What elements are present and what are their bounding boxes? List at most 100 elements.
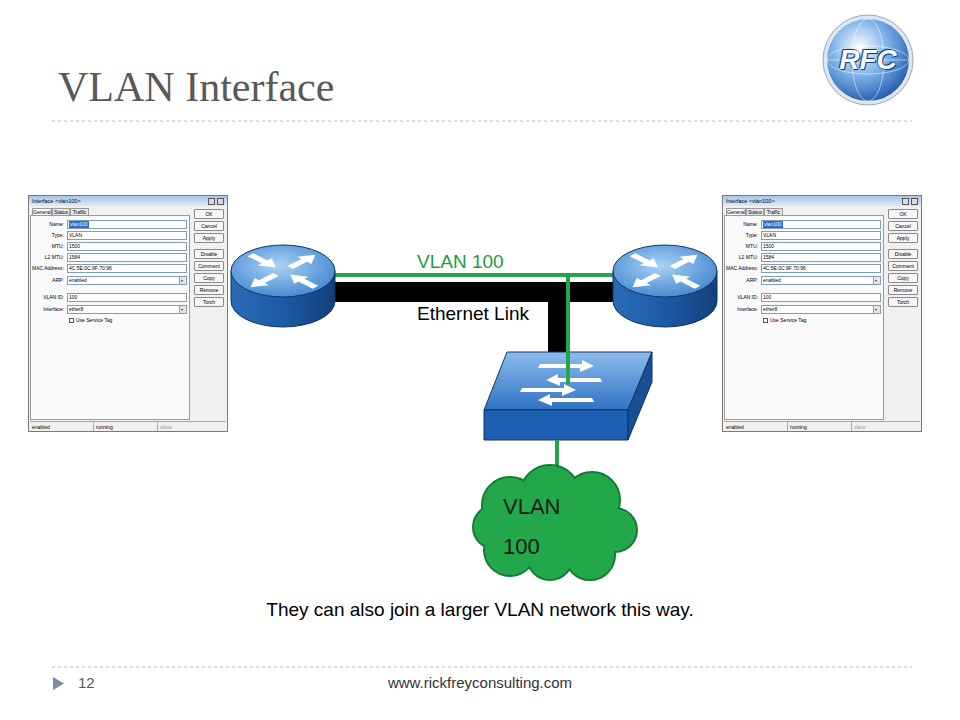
- header-rule: [52, 121, 912, 122]
- status-divider: [851, 422, 852, 431]
- window-button: Disable: [194, 249, 224, 259]
- logo-text: RFC: [818, 42, 918, 78]
- field-box: [67, 293, 187, 302]
- window-button: Remove: [194, 285, 224, 295]
- field-label: Interface:: [723, 306, 758, 313]
- footer-bullet: [53, 677, 64, 690]
- window-button: Torch: [194, 297, 224, 307]
- slide-title: VLAN Interface: [58, 62, 334, 112]
- field-value: enabled: [69, 277, 169, 284]
- field-box: [67, 242, 187, 251]
- cloud-shape: [470, 465, 640, 580]
- tab-label: Status: [746, 208, 764, 215]
- field-label: Interface:: [29, 306, 64, 313]
- switch-icon-part: [484, 410, 628, 440]
- field-box: [67, 305, 187, 314]
- field-label: MAC Address:: [29, 265, 64, 272]
- field-value: vlan100: [69, 221, 89, 228]
- status-cell: running: [790, 424, 850, 431]
- window-button: Apply: [194, 233, 224, 243]
- field-label: Name:: [723, 221, 758, 228]
- field-label: MTU:: [29, 243, 64, 250]
- checkbox: [69, 318, 74, 323]
- field-value: 1584: [69, 254, 169, 261]
- status-cell: running: [96, 424, 156, 431]
- window-button: Apply: [888, 233, 918, 243]
- field-value: vlan100: [763, 221, 783, 228]
- window-control: [208, 198, 215, 205]
- status-bar: [30, 421, 226, 431]
- window-control: [217, 198, 224, 205]
- link-label: Ethernet Link: [417, 302, 529, 326]
- field-value: 1500: [763, 243, 863, 250]
- switch-icon-part-part: [538, 394, 594, 406]
- window-button: OK: [888, 209, 918, 219]
- field-value: VLAN: [69, 232, 169, 239]
- status-bar: [724, 421, 920, 431]
- checkbox: [763, 318, 768, 323]
- field-label: ARP:: [723, 277, 758, 284]
- field-label: VLAN ID:: [29, 294, 64, 301]
- switch-icon-part: [628, 352, 652, 440]
- field-box: [761, 305, 881, 314]
- vlan-line: [566, 275, 570, 384]
- status-divider: [787, 422, 788, 431]
- ethernet-link-line: [300, 282, 640, 302]
- tab-label: Status: [52, 208, 70, 215]
- field-label: ARP:: [29, 277, 64, 284]
- field-box: [761, 231, 881, 240]
- status-divider: [93, 422, 94, 431]
- field-value: 4C:5E:0C:9F:70:96: [763, 265, 863, 272]
- field-box: [761, 253, 881, 262]
- field-value: 100: [69, 294, 169, 301]
- router-icon: [231, 245, 335, 327]
- field-label: L2 MTU:: [723, 254, 758, 261]
- dropdown-arrow: [181, 309, 183, 311]
- window-button: Cancel: [194, 221, 224, 231]
- vlan-line: [300, 273, 640, 277]
- switch-icon-part: [520, 360, 602, 406]
- window-title: Interface <vlan100>: [726, 198, 775, 205]
- field-value: ether8: [763, 306, 863, 313]
- status-cell: slave: [854, 424, 914, 431]
- window-button: OK: [194, 209, 224, 219]
- field-value: enabled: [763, 277, 863, 284]
- window-button: Disable: [888, 249, 918, 259]
- window-button: Copy: [888, 273, 918, 283]
- vlan-cloud: VLAN 100: [470, 465, 640, 580]
- field-value: ether8: [69, 306, 169, 313]
- status-cell: enabled: [726, 424, 786, 431]
- window-button: Comment: [888, 261, 918, 271]
- tab-label: Traffic: [70, 208, 89, 215]
- field-value: 100: [763, 294, 863, 301]
- checkbox-label: Use Service Tag: [76, 317, 112, 324]
- cloud-label: VLAN 100: [503, 487, 583, 567]
- footer-url: www.rickfreyconsulting.com: [300, 674, 660, 692]
- tab-label: General: [726, 208, 746, 215]
- window-control: [902, 198, 909, 205]
- field-label: Type:: [723, 232, 758, 239]
- field-label: Name:: [29, 221, 64, 228]
- status-divider: [157, 422, 158, 431]
- checkbox-label: Use Service Tag: [770, 317, 806, 324]
- switch-icon-part-part: [520, 384, 576, 396]
- field-value: 1584: [763, 254, 863, 261]
- field-label: MTU:: [723, 243, 758, 250]
- page-number: 12: [78, 674, 95, 692]
- field-label: Type:: [29, 232, 64, 239]
- window-control: [911, 198, 918, 205]
- window-button: Remove: [888, 285, 918, 295]
- slide-caption: They can also join a larger VLAN network…: [130, 598, 830, 622]
- field-box: [67, 231, 187, 240]
- field-label: VLAN ID:: [723, 294, 758, 301]
- interface-window: Interface <vlan100>GeneralStatusTrafficN…: [28, 195, 228, 432]
- tab-label: Traffic: [764, 208, 783, 215]
- switch-icon-part-part: [546, 374, 602, 386]
- field-box: [761, 242, 881, 251]
- status-cell: slave: [160, 424, 220, 431]
- field-value: 4C:5E:0C:9F:70:96: [69, 265, 169, 272]
- field-value: VLAN: [763, 232, 863, 239]
- field-box: [761, 293, 881, 302]
- dropdown-arrow: [875, 280, 877, 282]
